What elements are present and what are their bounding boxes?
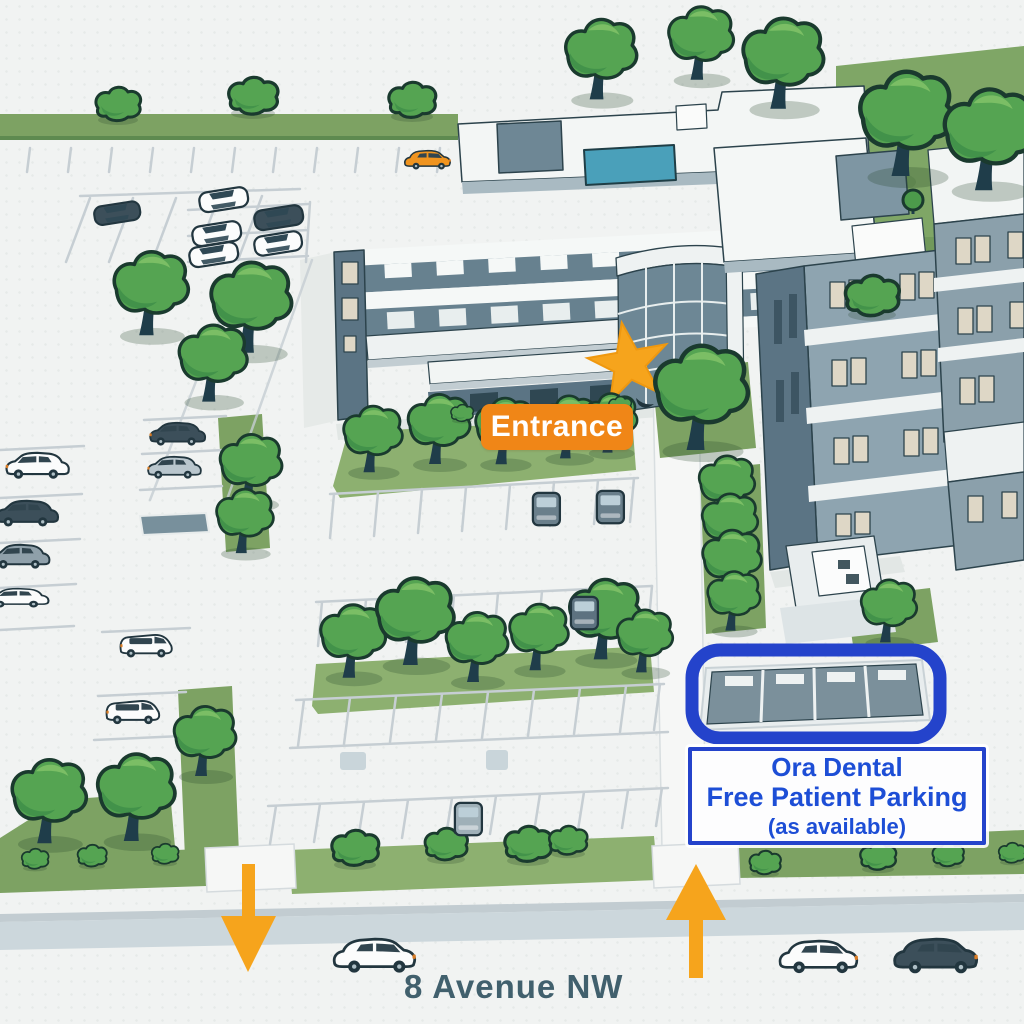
entrance-badge-label: Entrance [490, 410, 624, 443]
street-name-label: 8 Avenue NW [404, 968, 624, 1005]
tower-windows [829, 271, 939, 537]
tree-icon [667, 5, 736, 90]
bush-icon [94, 85, 143, 127]
right-tower [713, 137, 987, 644]
bush-icon [20, 847, 50, 873]
tree-icon [112, 249, 191, 347]
tree-icon [215, 487, 275, 562]
bird-mark [636, 398, 654, 408]
road-curb [0, 894, 1024, 922]
bush-icon [748, 849, 782, 879]
parking-sign-line2: Free Patient Parking [706, 782, 968, 812]
down-arrow-icon [221, 864, 276, 972]
car-icon [4, 451, 70, 480]
car-icon [0, 543, 51, 570]
car-icon [148, 421, 207, 447]
parking-outline-box [685, 643, 947, 745]
bush-icon [843, 273, 902, 323]
car-icon [0, 587, 50, 609]
bush-icon [547, 824, 589, 860]
car-icon [92, 199, 143, 228]
parking-sign-line1: Ora Dental [771, 752, 903, 782]
edge-buildings [927, 139, 1024, 571]
greenery-layer [10, 5, 1024, 879]
window [341, 261, 359, 285]
bush-icon [901, 188, 925, 212]
car-icon [893, 937, 980, 975]
tree-icon [564, 17, 639, 111]
buildings-layer [333, 85, 1024, 644]
bush-icon [931, 841, 965, 871]
star-icon [584, 319, 669, 405]
car-icon [252, 202, 306, 233]
patient-parking-highlight [685, 643, 947, 745]
car-icon [146, 455, 202, 480]
bush-icon [150, 842, 180, 868]
van-icon [119, 633, 173, 659]
bush-icon [859, 841, 898, 875]
parking-sign-line3: (as available) [767, 814, 907, 839]
bush-icon [503, 824, 554, 868]
patient-parking-sign: Ora Dental Free Patient Parking (as avai… [688, 747, 986, 845]
car-icon [530, 491, 562, 527]
bush-icon [76, 843, 108, 871]
ramp [138, 511, 211, 537]
bush-icon [450, 403, 475, 425]
up-arrow-icon [666, 864, 726, 978]
car-icon [403, 149, 452, 171]
window [341, 297, 359, 321]
bush-icon [997, 841, 1024, 867]
bush-icon [387, 80, 438, 124]
car-icon [452, 801, 484, 837]
grass-strip-top [0, 114, 458, 140]
car-icon [568, 595, 600, 631]
bush-icon [227, 75, 280, 121]
rooftop-glass [583, 144, 677, 186]
van-icon [105, 700, 161, 726]
car-icon [197, 184, 251, 215]
entrance-badge: Entrance [481, 404, 633, 450]
car-icon [252, 229, 305, 258]
car-icon [594, 489, 626, 525]
car-icon [778, 939, 860, 975]
bush-icon [330, 828, 381, 872]
car-icon [0, 499, 60, 528]
